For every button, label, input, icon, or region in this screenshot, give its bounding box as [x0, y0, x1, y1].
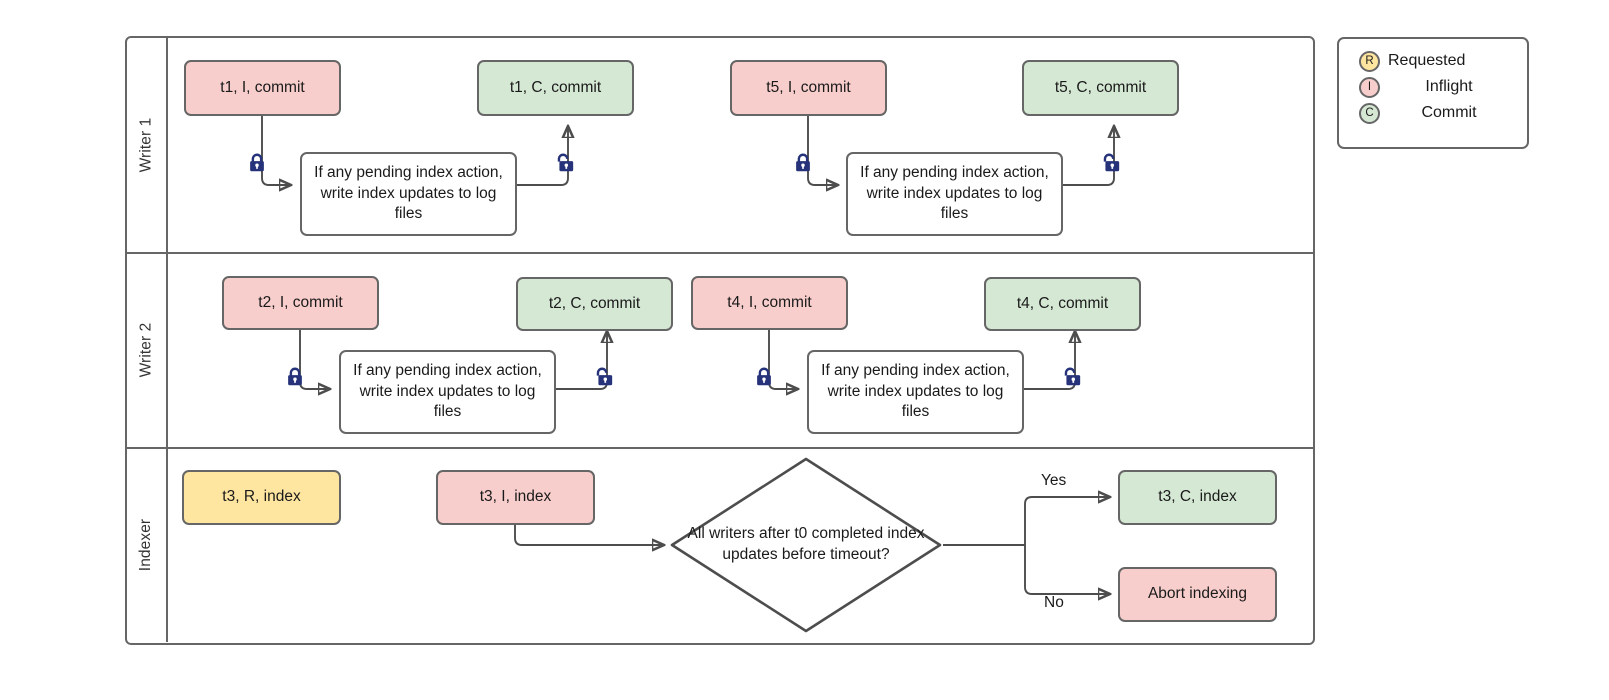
legend-label-commit: Commit — [1421, 104, 1477, 121]
node-label: t4, C, commit — [1016, 294, 1109, 312]
branch-label-no: No — [1044, 594, 1064, 611]
lane-label-indexer: Indexer — [137, 518, 155, 571]
node-label: Abort indexing — [1147, 585, 1248, 603]
node-label: t3, C, index — [1158, 488, 1237, 506]
node-label: t1, I, commit — [220, 78, 305, 96]
node-t5-commit[interactable]: t5, C, commit — [1022, 60, 1179, 116]
lock-closed-icon — [792, 152, 814, 174]
node-t3-inflight[interactable]: t3, I, index — [436, 470, 595, 525]
node-abort-indexing[interactable]: Abort indexing — [1118, 567, 1277, 622]
node-t5-index-action[interactable]: If any pending index action, write index… — [846, 152, 1063, 236]
lock-closed-icon — [753, 366, 775, 388]
node-t2-commit[interactable]: t2, C, commit — [516, 277, 673, 331]
node-t1-commit[interactable]: t1, C, commit — [477, 60, 634, 116]
node-t2-inflight[interactable]: t2, I, commit — [222, 276, 379, 330]
node-t3-requested[interactable]: t3, R, index — [182, 470, 341, 525]
lane-divider-2 — [127, 447, 1313, 449]
lane-header-indexer: Indexer — [127, 447, 168, 642]
node-label: t3, I, index — [479, 488, 552, 506]
branch-label-yes: Yes — [1041, 472, 1067, 489]
node-label: t2, I, commit — [258, 293, 343, 311]
lane-label-writer2: Writer 2 — [137, 322, 155, 377]
node-label: If any pending index action, write index… — [860, 164, 1049, 223]
node-label: t5, I, commit — [766, 78, 851, 96]
lock-closed-icon — [246, 152, 268, 174]
legend-label-requested: Requested — [1388, 52, 1466, 69]
legend-panel: R Requested I Inflight C Commit — [1337, 37, 1529, 149]
badge-commit-icon: C — [1359, 102, 1380, 124]
node-label: t2, C, commit — [548, 294, 641, 312]
node-label: t1, C, commit — [509, 78, 602, 96]
lane-header-writer1: Writer 1 — [127, 38, 168, 252]
node-t3-commit[interactable]: t3, C, index — [1118, 470, 1277, 525]
node-label: t4, I, commit — [727, 293, 812, 311]
node-timeout-decision[interactable]: All writers after t0 completed index upd… — [668, 455, 944, 635]
node-label: If any pending index action, write index… — [821, 362, 1010, 421]
lock-open-icon — [553, 152, 575, 174]
lane-divider-1 — [127, 252, 1313, 254]
legend-item-commit: C Commit — [1339, 100, 1527, 126]
legend-label-inflight: Inflight — [1425, 78, 1473, 95]
lock-open-icon — [592, 366, 614, 388]
badge-requested-icon: R — [1359, 50, 1380, 72]
node-t4-inflight[interactable]: t4, I, commit — [691, 276, 848, 330]
lock-open-icon — [1060, 366, 1082, 388]
node-t2-index-action[interactable]: If any pending index action, write index… — [339, 350, 556, 434]
node-label: If any pending index action, write index… — [353, 362, 542, 421]
lane-header-writer2: Writer 2 — [127, 252, 168, 447]
node-label: t3, R, index — [222, 488, 301, 506]
node-t1-index-action[interactable]: If any pending index action, write index… — [300, 152, 517, 236]
lock-open-icon — [1099, 152, 1121, 174]
node-label: If any pending index action, write index… — [314, 164, 503, 223]
node-t4-index-action[interactable]: If any pending index action, write index… — [807, 350, 1024, 434]
legend-item-requested: R Requested — [1339, 48, 1527, 74]
badge-inflight-icon: I — [1359, 76, 1380, 98]
node-t1-inflight[interactable]: t1, I, commit — [184, 60, 341, 116]
node-t4-commit[interactable]: t4, C, commit — [984, 277, 1141, 331]
diamond-shape — [670, 457, 942, 633]
node-t5-inflight[interactable]: t5, I, commit — [730, 60, 887, 116]
lane-label-writer1: Writer 1 — [137, 117, 155, 173]
lock-closed-icon — [284, 366, 306, 388]
legend-item-inflight: I Inflight — [1339, 74, 1527, 100]
node-label: t5, C, commit — [1054, 78, 1147, 96]
